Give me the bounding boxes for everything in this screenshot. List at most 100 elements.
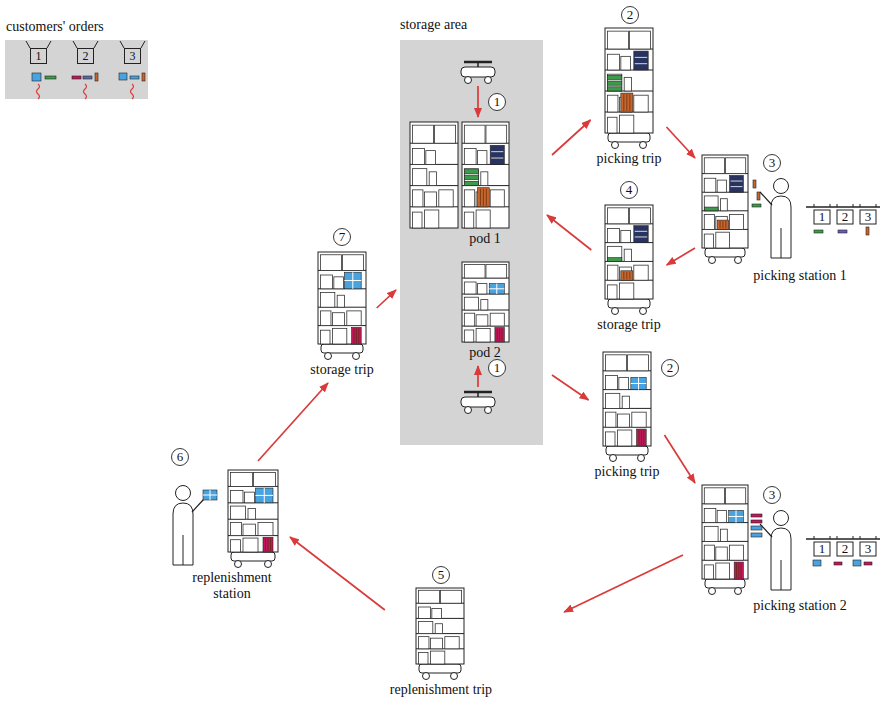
bin-handle [120, 41, 124, 48]
robot [461, 62, 495, 84]
order-box [814, 542, 830, 556]
shelf-bin [418, 621, 432, 633]
bin-number: 3 [130, 49, 136, 63]
callout-number: 2 [627, 8, 634, 22]
order-bin: 1 [30, 48, 47, 64]
shelf-bin [490, 190, 504, 207]
order-bin: 2 [77, 48, 94, 64]
rack-frame [702, 155, 748, 248]
shelf-bin [478, 284, 487, 294]
packing-table [806, 536, 880, 566]
order-line [37, 84, 40, 99]
item-stripe [631, 383, 646, 384]
table-cell: 3 [865, 542, 872, 556]
shelf-bin [426, 151, 436, 165]
item-stripe [629, 94, 630, 111]
item-stripe [486, 189, 487, 206]
shelf-bin [464, 297, 478, 310]
callout-circle [622, 7, 639, 24]
flow-arrow [377, 290, 396, 308]
shelf-bin [476, 328, 490, 342]
item-stripe [635, 236, 647, 237]
node-caption: storage trip [310, 362, 373, 378]
robot-wheel [465, 407, 472, 414]
item-stripe [491, 158, 503, 159]
station-stage: replenishment station [166, 466, 284, 602]
callout-number: 1 [494, 95, 501, 109]
shelf-bin [254, 472, 276, 486]
node-caption: customers' orders [6, 19, 104, 35]
shelf-bin [464, 125, 485, 143]
item-stripe [491, 151, 503, 152]
stock-item [130, 76, 139, 79]
worker-arm [760, 192, 772, 205]
stock-item [751, 514, 762, 517]
item-stripe [729, 516, 744, 517]
flow-arrow [290, 537, 385, 610]
stock-item [607, 87, 621, 91]
shelf-bin [464, 282, 476, 294]
shelf-bin [231, 491, 244, 503]
stock-item [344, 272, 361, 289]
shelf-bin [720, 199, 727, 211]
shelf-bin [486, 125, 507, 143]
shelf-bin [418, 637, 429, 649]
worker [760, 511, 791, 591]
shelf-bin [632, 412, 646, 427]
item-stripe [741, 563, 742, 578]
order-line [131, 84, 134, 99]
shelf-bin [619, 283, 633, 299]
order-box-tick [853, 204, 854, 207]
shelf-bin [418, 653, 428, 664]
shelf-bin [704, 178, 716, 192]
bin-handle [94, 41, 98, 48]
robot-wheel [709, 257, 716, 264]
robot-body [419, 664, 461, 673]
shelf-bin [490, 313, 504, 326]
shelf-bin [634, 95, 648, 112]
stock-item [752, 204, 761, 207]
shelf-bin [337, 295, 344, 307]
rack-frame [416, 588, 464, 664]
robot-body [705, 248, 745, 257]
flow-arrow [667, 248, 695, 265]
storage-area-ground [400, 40, 543, 445]
stock-item [730, 175, 744, 192]
worker-body [771, 196, 791, 258]
stock-item [621, 271, 633, 280]
robot-body [461, 67, 495, 77]
shelf-bin [418, 590, 439, 603]
item-stripe [736, 563, 737, 578]
item-stripe [358, 328, 359, 343]
worker-head [774, 179, 789, 194]
stock-item [753, 180, 756, 188]
order-box-tick [830, 204, 831, 207]
callout-circle [764, 487, 781, 504]
stock-item [704, 207, 718, 211]
stock-item [495, 328, 504, 342]
shelf-bin [464, 264, 485, 278]
item-stripe [344, 280, 361, 281]
order-box-tick [876, 204, 877, 207]
shelf-bin [418, 607, 430, 618]
shelf-bin [412, 125, 433, 143]
shelf-bin [412, 212, 422, 228]
robot-wheel [485, 407, 492, 414]
robot-move-arrow [477, 86, 479, 117]
stock-item [637, 429, 647, 446]
stock-item [119, 73, 127, 80]
flow-arrow [552, 375, 589, 400]
pod-rack [318, 252, 366, 360]
item-stripe [268, 538, 269, 551]
shelf-bin [716, 563, 730, 579]
shelf-bin [704, 545, 714, 560]
stock-item [352, 327, 362, 344]
storage-area: storage areapod 1pod 2 [398, 16, 543, 445]
table-cell: 2 [842, 542, 849, 556]
item-stripe [626, 272, 627, 279]
node-caption: storage trip [597, 317, 660, 333]
robot-body [608, 133, 650, 142]
order-bin: 3 [124, 48, 141, 64]
station-stage: picking station 2 [700, 483, 880, 614]
pod-rack [603, 352, 651, 462]
